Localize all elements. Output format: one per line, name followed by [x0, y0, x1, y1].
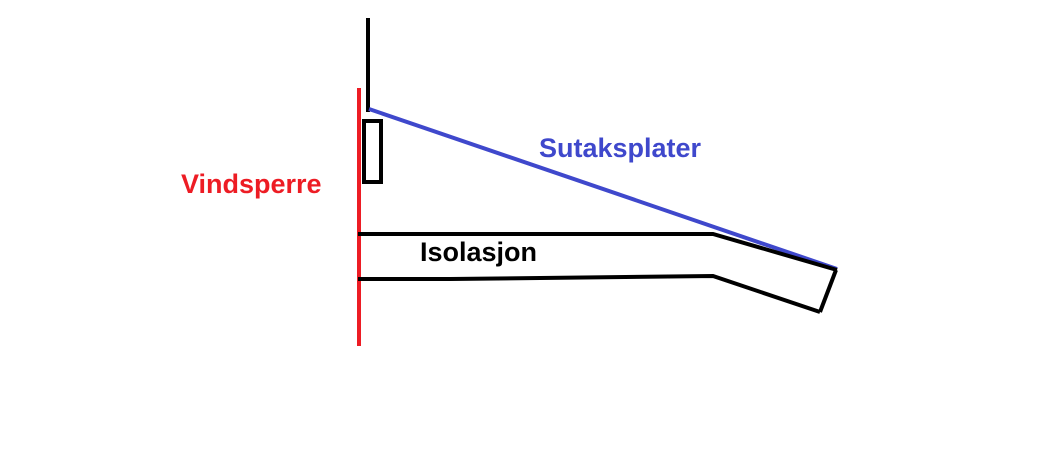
insulation-top-line [358, 232, 838, 272]
insulation-end-line [818, 269, 838, 313]
batten-rectangle [362, 119, 383, 184]
insulation-bottom-line [358, 273, 821, 314]
isolasjon-label: Isolasjon [420, 237, 538, 267]
sutaksplater-label: Sutaksplater [539, 133, 702, 163]
vindsperre-label: Vindsperre [181, 169, 322, 199]
sutaksplater-line [368, 107, 838, 271]
